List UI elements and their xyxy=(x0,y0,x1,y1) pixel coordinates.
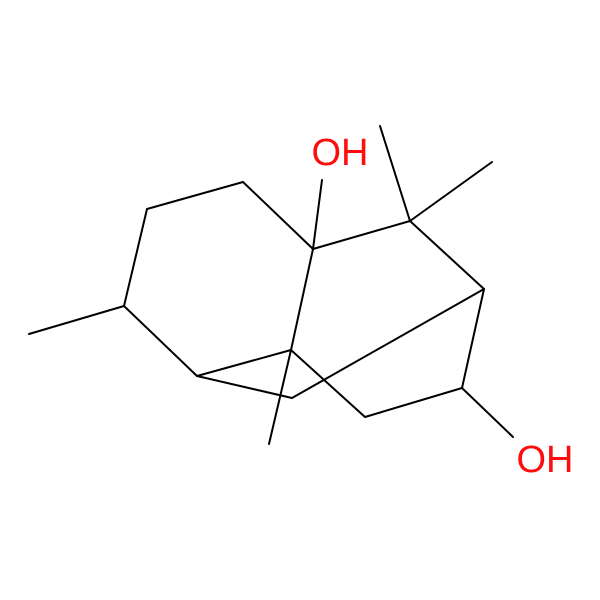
bond-c10-oh-bottom xyxy=(461,387,514,438)
atom-labels: OH OH xyxy=(312,132,574,481)
hydroxyl-label-bottom: OH xyxy=(517,439,574,481)
bond-c4-c6 xyxy=(196,375,293,399)
bond-c3-c4 xyxy=(123,305,198,377)
bond-c7-c8 xyxy=(312,220,411,250)
bond-group xyxy=(28,125,514,445)
bond-c4-c5 xyxy=(196,349,292,377)
bond-c8-methyl-b xyxy=(409,161,493,222)
hydroxyl-label-top: OH xyxy=(312,132,369,174)
bond-c5-methyl xyxy=(268,349,292,445)
bond-c9-c10 xyxy=(461,288,485,389)
bond-c1-c7 xyxy=(242,181,314,250)
bond-c2-c3 xyxy=(123,208,148,307)
bond-c1-c2 xyxy=(146,181,244,210)
bond-c3-methyl xyxy=(28,305,125,335)
bond-c9-c6 xyxy=(291,288,485,399)
bond-c10-c11 xyxy=(364,387,463,418)
bond-c8-methyl-a xyxy=(379,125,411,222)
bond-c8-c9 xyxy=(409,220,485,290)
bond-c11-c5 xyxy=(290,349,366,418)
bond-c7-oh-top xyxy=(312,179,323,250)
bond-c7-c5 xyxy=(290,248,314,351)
